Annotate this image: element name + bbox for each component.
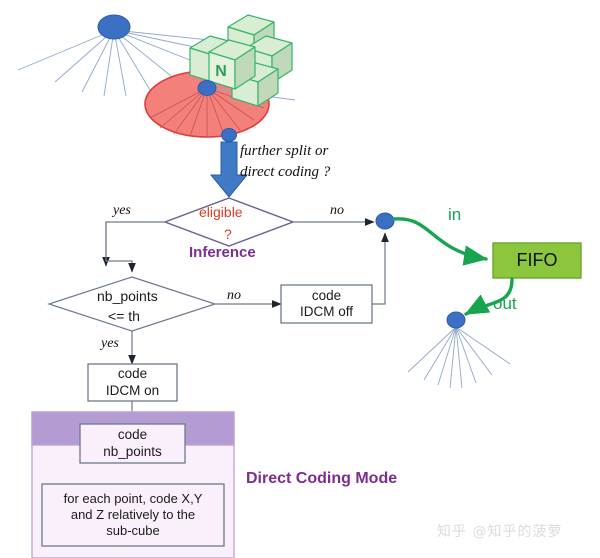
nb-points-label-line2: <= th — [108, 308, 140, 324]
code-idcm-on-text: code IDCM on — [88, 364, 177, 401]
for-each-point-line3: sub-cube — [106, 522, 160, 538]
cube-letter-n: N — [215, 63, 227, 80]
inference-caption: Inference — [189, 244, 256, 261]
eligible-yes-label: yes — [113, 203, 131, 218]
for-each-point-text: for each point, code X,Y and Z relativel… — [42, 484, 224, 546]
nb-points-label-line1: nb_points — [97, 288, 158, 304]
for-each-point-line2: and Z relatively to the — [70, 507, 196, 523]
eligible-question-mark: ? — [224, 226, 232, 242]
fifo-in-label: in — [448, 205, 462, 224]
fifo-label-text: FIFO — [516, 249, 558, 270]
cube-center — [208, 39, 256, 90]
nb-points-no-label: no — [227, 288, 241, 303]
code-idcm-off-text: code IDCM off — [281, 285, 372, 323]
fifo-green-arrows — [392, 217, 514, 316]
code-idcm-off-box — [280, 284, 373, 324]
further-split-arrow — [209, 141, 249, 198]
eligible-no-label: no — [330, 203, 344, 218]
code-nb-points-text: code nb_points — [80, 424, 185, 463]
root-node — [97, 14, 131, 40]
output-node-fan — [407, 326, 511, 389]
further-split-label-line1: further split or — [240, 143, 329, 159]
code-nb-points-line2: nb_points — [103, 443, 162, 459]
direct-coding-mode-title: Direct Coding Mode — [246, 470, 398, 487]
nb-points-yes-label: yes — [101, 336, 119, 351]
junction-node — [375, 212, 395, 230]
code-nb-points-box — [79, 423, 186, 464]
output-node — [446, 311, 466, 329]
code-nb-points-line1: code — [117, 427, 148, 443]
code-idcm-off-line1: code — [311, 287, 342, 303]
cube-cluster — [189, 14, 293, 107]
for-each-point-box — [41, 483, 225, 547]
code-idcm-on-line1: code — [117, 366, 148, 382]
fifo-label: FIFO — [493, 243, 581, 278]
code-idcm-on-box — [87, 363, 178, 402]
eligible-label: eligible — [199, 204, 243, 220]
eligible-decision-shape — [163, 197, 295, 247]
fifo-out-label: out — [493, 294, 517, 313]
for-each-point-line1: for each point, code X,Y — [63, 491, 203, 507]
split-node — [221, 128, 237, 142]
code-idcm-off-line2: IDCM off — [299, 304, 353, 319]
further-split-label-line2: direct coding ? — [240, 164, 331, 180]
selected-node — [197, 80, 217, 96]
fifo-box — [492, 242, 582, 279]
watermark: 知乎 @知乎的菠萝 — [437, 524, 563, 540]
code-idcm-on-line2: IDCM on — [105, 382, 160, 398]
